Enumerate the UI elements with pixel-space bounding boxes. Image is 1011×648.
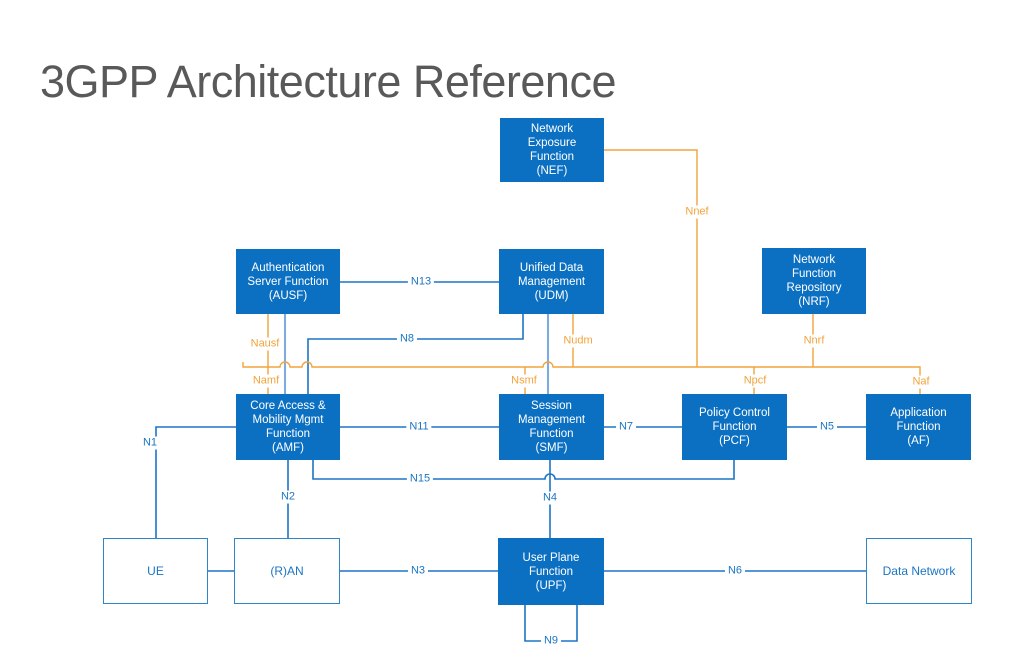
ran-box: (R)AN xyxy=(234,538,340,604)
edge-label-namf: Namf xyxy=(249,374,283,388)
edge-label-nsmf: Nsmf xyxy=(508,374,540,388)
edge-label-naf: Naf xyxy=(909,375,933,389)
edge-n1-line xyxy=(155,426,236,538)
edge-label-n9: N9 xyxy=(540,634,562,648)
edge-nnef-line xyxy=(604,149,698,367)
edge-label-n1: N1 xyxy=(139,436,161,450)
edge-sbi-bus-line xyxy=(242,361,921,394)
page-title: 3GPP Architecture Reference xyxy=(40,56,616,107)
ue-label: UE xyxy=(147,564,164,578)
dn-label: Data Network xyxy=(882,564,956,578)
edge-label-n8: N8 xyxy=(396,332,418,346)
edge-label-n15: N15 xyxy=(406,472,434,486)
edge-label-nudm: Nudm xyxy=(560,334,596,348)
edge-n15-line xyxy=(312,460,735,480)
edge-label-n5: N5 xyxy=(816,420,838,434)
edge-label-n3: N3 xyxy=(407,564,429,578)
edge-label-nausf: Nausf xyxy=(247,337,283,351)
dn-box: Data Network xyxy=(866,538,972,604)
edge-label-nnrf: Nnrf xyxy=(800,334,828,348)
edge-label-n13: N13 xyxy=(407,275,435,289)
ran-label: (R)AN xyxy=(270,564,304,578)
edge-label-n6: N6 xyxy=(724,564,746,578)
edge-label-n2: N2 xyxy=(277,490,299,504)
ue-box: UE xyxy=(103,538,208,604)
edge-label-n4: N4 xyxy=(539,491,561,505)
edge-label-nnef: Nnef xyxy=(682,205,712,219)
edge-label-n11: N11 xyxy=(406,420,432,434)
edge-n8-line xyxy=(307,314,524,394)
edge-label-n7: N7 xyxy=(615,420,637,434)
edge-label-npcf: Npcf xyxy=(740,374,770,388)
